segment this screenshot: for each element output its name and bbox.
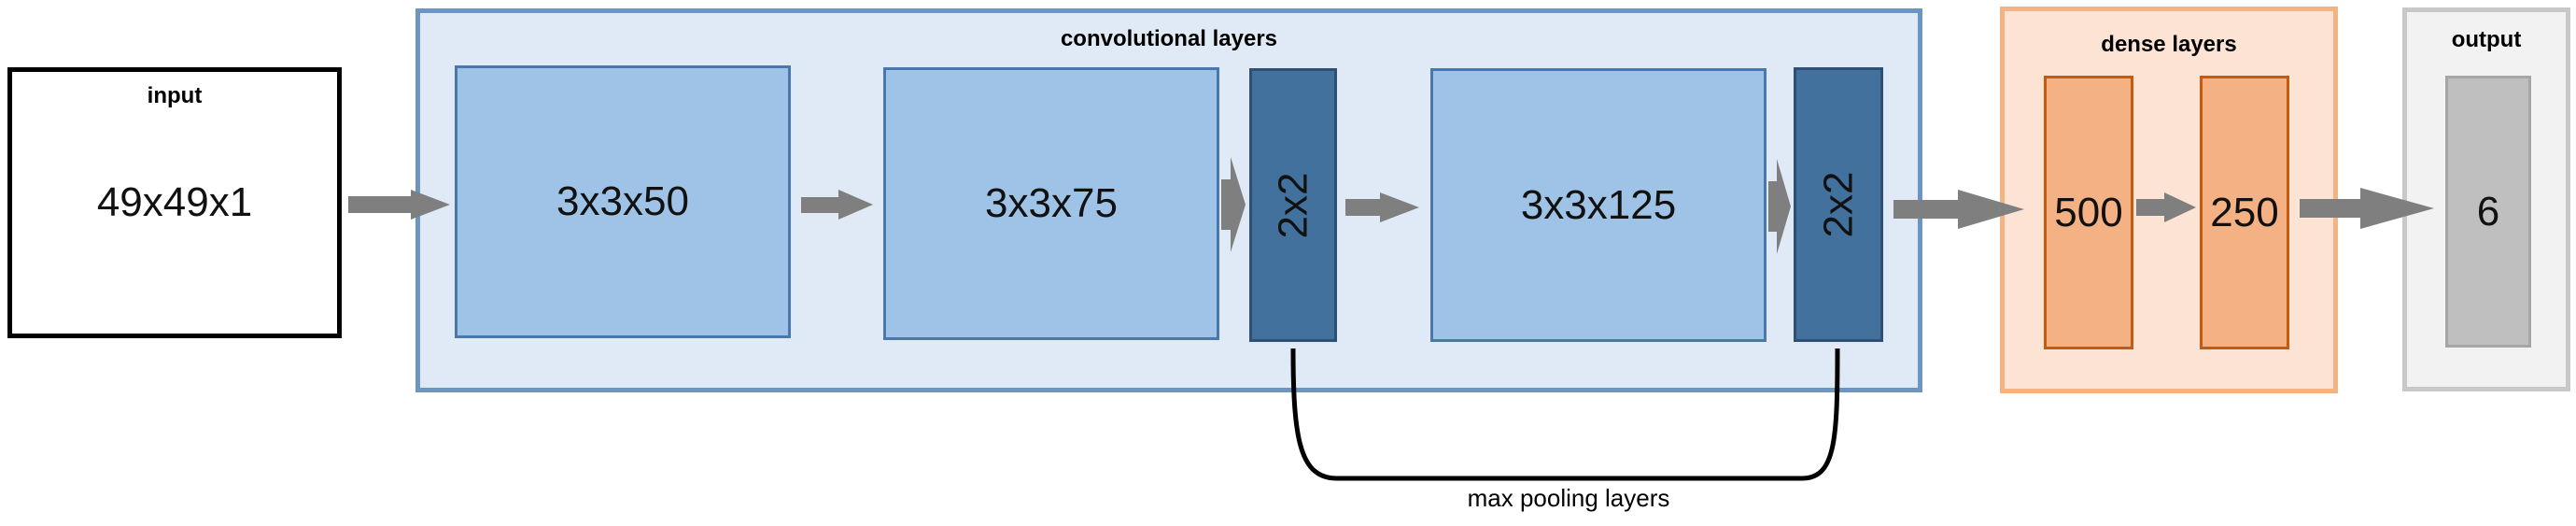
conv-layer-2: 3x3x75 <box>883 67 1219 340</box>
arrow-conv3-to-pool2 <box>1768 159 1791 254</box>
max-pool-layer-1: 2x2 <box>1249 68 1337 342</box>
arrow-pool1-to-conv3 <box>1345 192 1419 222</box>
dense-layer-2: 250 <box>2200 76 2289 349</box>
arrow-dense1-to-dense2 <box>2136 192 2196 222</box>
arrow-pool2-to-dense1 <box>1893 190 2024 229</box>
output-layer: 6 <box>2445 76 2531 348</box>
max-pooling-bracket <box>1290 348 1840 481</box>
arrow-conv2-to-pool1 <box>1221 157 1246 252</box>
input-title: input <box>147 83 203 108</box>
max-pool-layer-2: 2x2 <box>1794 67 1883 342</box>
arrow-dense2-to-output <box>2300 188 2434 229</box>
dense-layers-title: dense layers <box>2101 32 2237 57</box>
arrow-conv1-to-conv2 <box>801 190 873 220</box>
dense-layer-1: 500 <box>2044 76 2133 349</box>
arrow-input-to-conv1 <box>348 190 450 220</box>
input-box: input 49x49x1 <box>7 67 342 338</box>
input-shape: 49x49x1 <box>96 179 253 225</box>
conv-layer-1: 3x3x50 <box>455 65 791 338</box>
output-title: output <box>2451 27 2522 52</box>
conv-layer-3: 3x3x125 <box>1430 68 1767 342</box>
max-pooling-label: max pooling layers <box>1467 484 1670 512</box>
convolutional-layers-title: convolutional layers <box>1060 26 1278 51</box>
